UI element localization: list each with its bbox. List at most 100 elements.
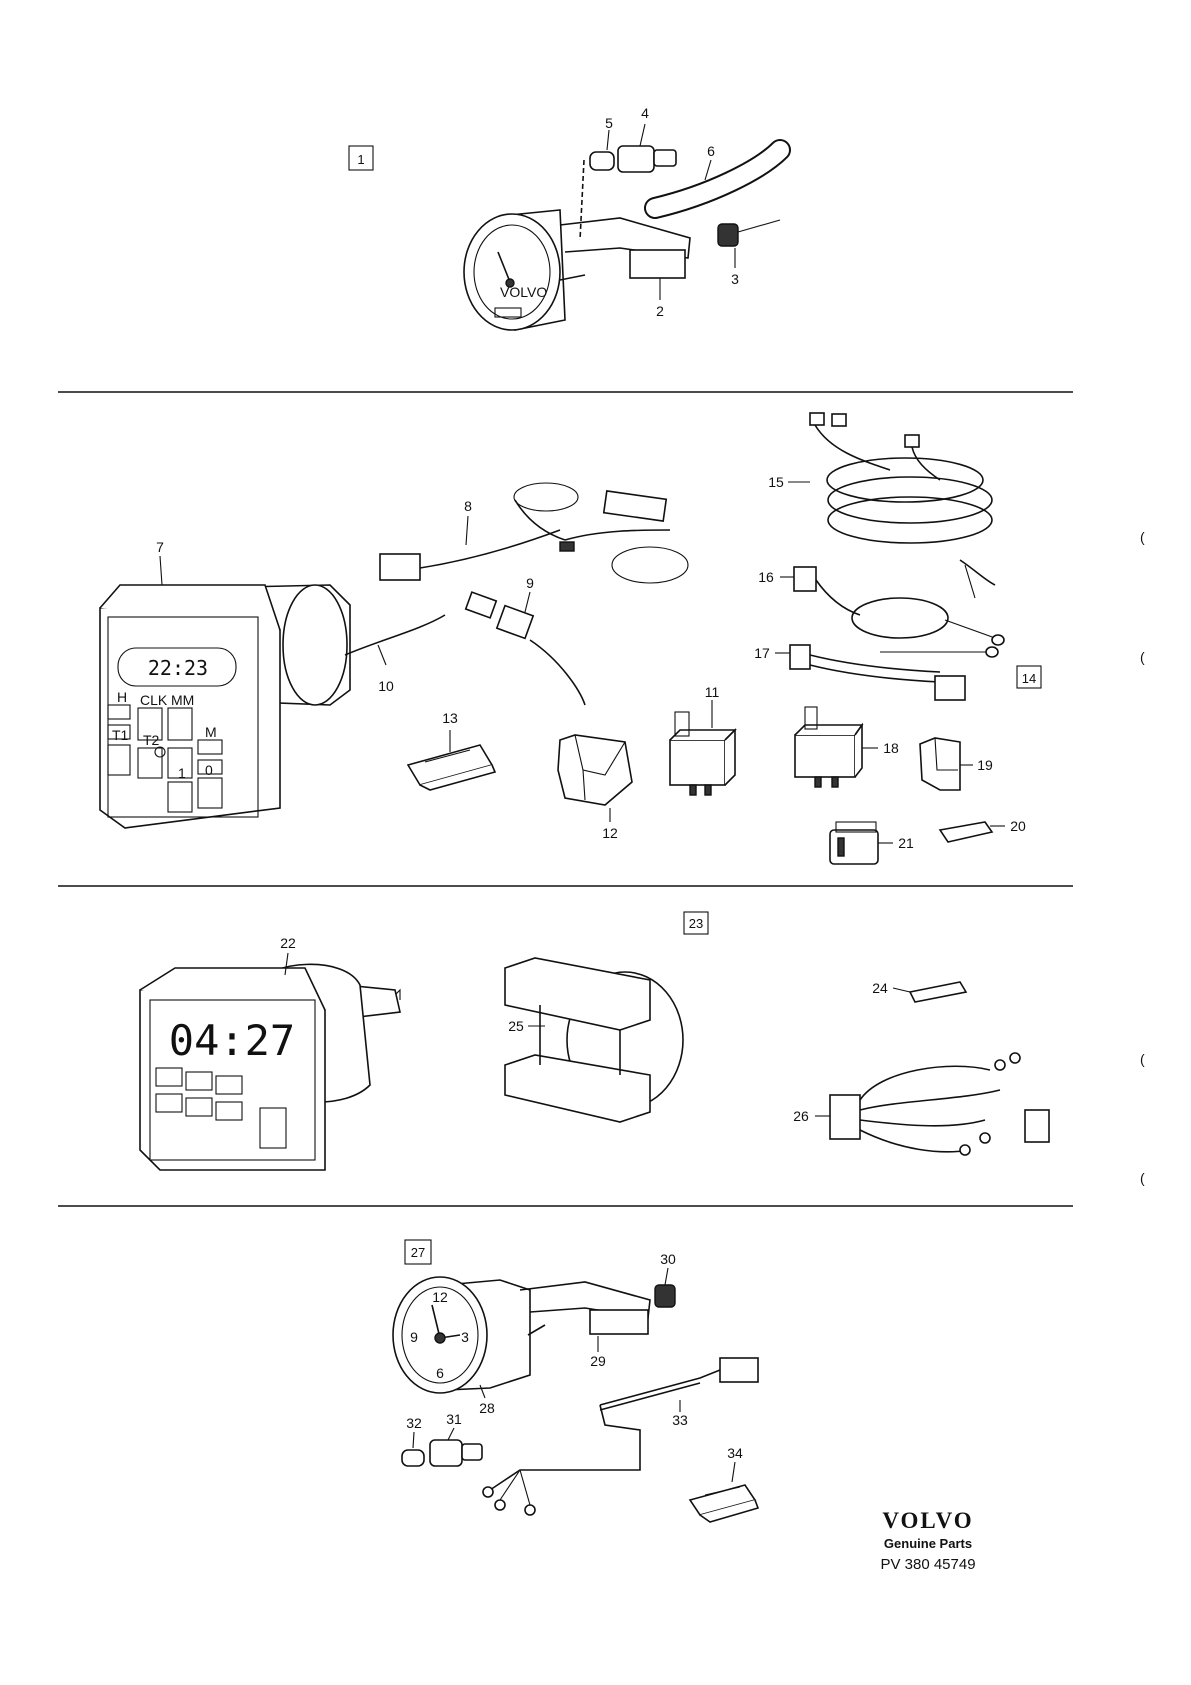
group-label-1: 1: [357, 152, 364, 167]
svg-text:T1: T1: [112, 727, 129, 743]
timer-display: 22:23: [148, 656, 208, 680]
cable-33: [482, 1357, 759, 1516]
svg-text:1: 1: [178, 765, 186, 781]
callouts-section-4: 30 29 28 32 31 33 34: [406, 1251, 743, 1483]
section-2-digital-clock-kit: 22:23 H CLK MM M T1 T2 1: [99, 412, 1042, 865]
callout-22: 22: [280, 935, 296, 951]
callout-10: 10: [378, 678, 394, 694]
callout-4: 4: [641, 105, 649, 121]
callout-18: 18: [883, 740, 899, 756]
terminal-strip-34: [688, 1484, 760, 1523]
callout-32: 32: [406, 1415, 422, 1431]
callout-8: 8: [464, 498, 472, 514]
callout-34: 34: [727, 1445, 743, 1461]
group-label-14: 14: [1022, 671, 1036, 686]
callout-25: 25: [508, 1018, 524, 1034]
knurled-nut: [717, 223, 739, 247]
harness-15: [809, 412, 996, 599]
callout-11: 11: [705, 684, 720, 700]
callout-7: 7: [156, 539, 164, 555]
group-box-27: [404, 1239, 432, 1265]
callout-26: 26: [793, 1108, 809, 1124]
svg-text:H: H: [117, 689, 127, 705]
margin-marks: ( ( ( (: [1140, 529, 1145, 1186]
analog-clock-28: 12 3 6 9: [392, 1276, 651, 1394]
svg-text:MM: MM: [171, 692, 194, 708]
callouts-section-2: 7 8 9 10 13 12 11 15 16 17 18 19 20: [156, 474, 1026, 851]
digital-timer-unit: 22:23 H CLK MM M T1 T2 1: [99, 584, 351, 829]
gauge-instrument: VOLVO: [463, 209, 691, 331]
callout-2: 2: [656, 303, 664, 319]
svg-text:0: 0: [205, 762, 213, 778]
svg-text:CLK: CLK: [140, 692, 168, 708]
svg-text:(: (: [1140, 529, 1145, 545]
section-1-gauge-assembly: 1 VOLVO 5: [348, 105, 791, 331]
callout-5: 5: [605, 115, 613, 131]
group-label-23: 23: [689, 916, 703, 931]
svg-text:(: (: [1140, 1051, 1145, 1067]
callout-9: 9: [526, 575, 534, 591]
svg-text:9: 9: [410, 1329, 418, 1345]
callout-19: 19: [977, 757, 993, 773]
group-box-23: [683, 911, 709, 935]
timer-buttons: H CLK MM M T1 T2 1 0: [107, 689, 223, 813]
callout-24: 24: [872, 980, 888, 996]
bracket-12: [557, 734, 633, 806]
unit-cable: [344, 614, 446, 656]
svg-text:(: (: [1140, 1170, 1145, 1186]
bulb-and-holder: [579, 145, 677, 241]
callout-30: 30: [660, 1251, 676, 1267]
callout-20: 20: [1010, 818, 1026, 834]
group-box-1: [348, 145, 374, 171]
callout-31: 31: [446, 1411, 462, 1427]
harness-26: [829, 1052, 1050, 1156]
group-box-14: [1016, 665, 1042, 689]
section-3-led-clock: 23 04:27: [139, 911, 1050, 1171]
callouts-section-3: 22 25 24 26: [280, 935, 911, 1124]
svg-text:12: 12: [432, 1289, 448, 1305]
callout-12: 12: [602, 825, 618, 841]
callout-17: 17: [754, 645, 770, 661]
svg-text:T2: T2: [143, 732, 160, 748]
callout-13: 13: [442, 710, 458, 726]
callout-29: 29: [590, 1353, 606, 1369]
part-number: PV 380 45749: [880, 1556, 975, 1573]
harness-16: [793, 566, 1005, 646]
relay-18: [794, 706, 864, 788]
clip-19: [919, 737, 961, 791]
section-4-analog-clock: 27 12 3 6 9: [392, 1239, 760, 1523]
brand-logo: VOLVO: [882, 1508, 973, 1533]
svg-text:M: M: [205, 724, 217, 740]
led-clock-buttons: [155, 1067, 287, 1149]
svg-text:(: (: [1140, 649, 1145, 665]
relay-11: [669, 711, 737, 796]
frame-25: [504, 957, 684, 1123]
callout-15: 15: [768, 474, 784, 490]
callout-28: 28: [479, 1400, 495, 1416]
knurled-nut-30: [654, 1284, 676, 1308]
strip-24: [908, 981, 968, 1003]
svg-text:6: 6: [436, 1365, 444, 1381]
bulb-socket-31-32: [401, 1439, 483, 1467]
callout-6: 6: [707, 143, 715, 159]
led-clock-display: 04:27: [169, 1016, 295, 1065]
callout-16: 16: [758, 569, 774, 585]
callout-33: 33: [672, 1412, 688, 1428]
svg-text:3: 3: [461, 1329, 469, 1345]
group-label-27: 27: [411, 1245, 425, 1260]
svg-text:VOLVO: VOLVO: [500, 284, 547, 300]
footer-subtitle: Genuine Parts: [884, 1536, 972, 1551]
callouts-section-1: 5 4 6 3 2: [605, 105, 739, 319]
pad-20: [938, 821, 994, 843]
harness-17: [789, 644, 999, 701]
led-clock-22: 04:27: [139, 963, 401, 1171]
terminal-strip: [406, 744, 497, 791]
callout-21: 21: [898, 835, 914, 851]
harness-8: [379, 482, 689, 584]
connector-9: [464, 591, 586, 706]
connector-21: [829, 821, 879, 865]
footer: VOLVO Genuine Parts PV 380 45749: [880, 1508, 975, 1573]
callout-3: 3: [731, 271, 739, 287]
